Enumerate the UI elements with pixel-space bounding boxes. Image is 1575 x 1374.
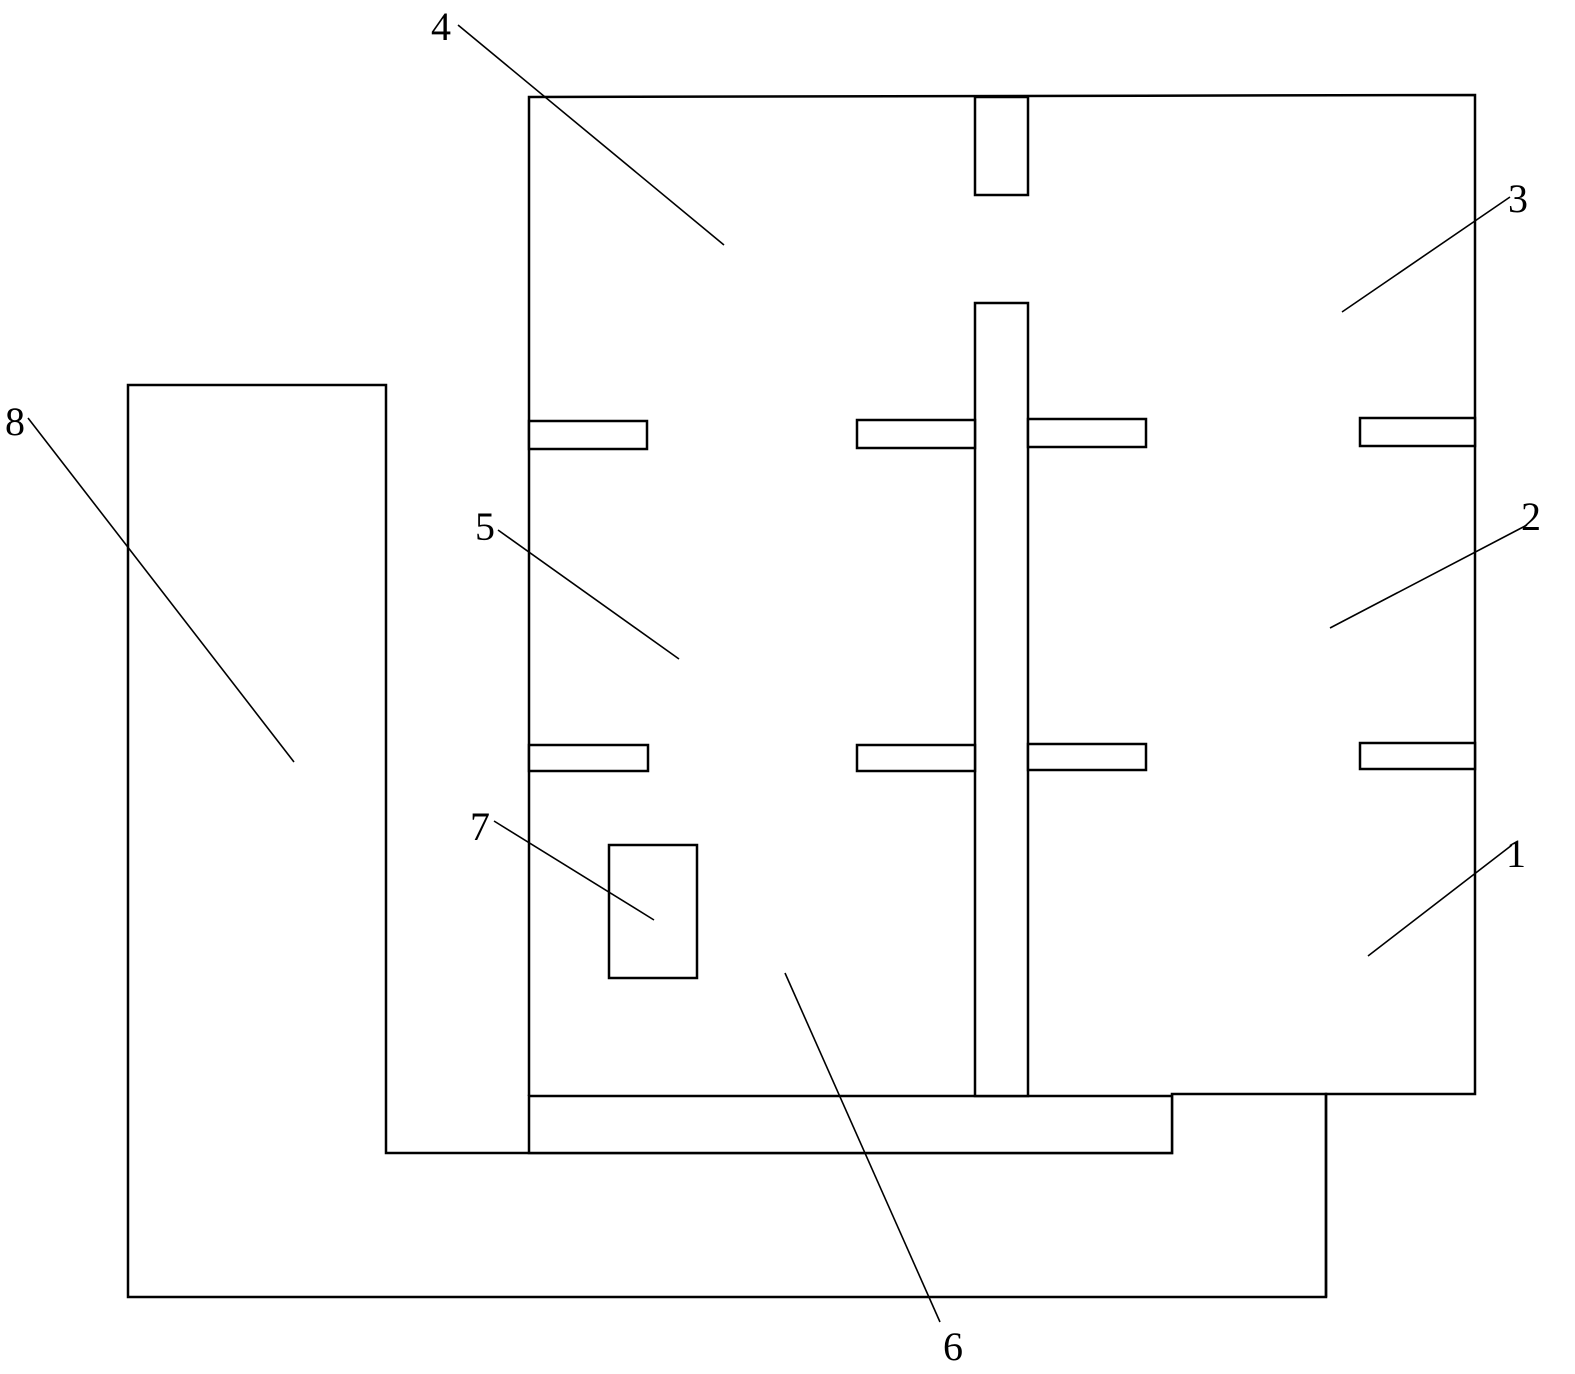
label-3: 3 <box>1508 176 1528 221</box>
base-plate <box>527 1094 1174 1155</box>
label-4: 4 <box>431 4 451 49</box>
lower-right-wall-blade <box>1358 741 1477 771</box>
leader-8 <box>27 417 295 763</box>
upper-shaft-blade-left <box>855 418 977 450</box>
small-box <box>607 843 699 980</box>
lower-left-wall-blade <box>527 743 650 773</box>
label-7: 7 <box>470 804 490 849</box>
leader-4 <box>457 24 725 246</box>
leader-2 <box>1329 524 1528 629</box>
leader-1 <box>1367 844 1513 957</box>
upper-right-wall-blade <box>1358 416 1477 448</box>
leader-3 <box>1341 196 1511 313</box>
lower-shaft-blade-right <box>1026 742 1148 772</box>
outer-housing <box>126 383 1328 1299</box>
central-shaft <box>973 301 1030 1098</box>
upper-shaft-blade-right <box>1026 417 1148 449</box>
main-chamber <box>527 93 1477 1297</box>
lower-shaft-blade-left <box>855 743 977 773</box>
label-1: 1 <box>1506 831 1526 876</box>
label-6: 6 <box>943 1324 963 1369</box>
leader-5 <box>497 529 680 660</box>
label-5: 5 <box>475 504 495 549</box>
label-2: 2 <box>1521 494 1541 539</box>
leader-7 <box>493 820 655 921</box>
label-8: 8 <box>5 399 25 444</box>
upper-left-wall-blade <box>527 419 649 451</box>
leader-6 <box>784 972 941 1323</box>
top-tube <box>973 95 1030 197</box>
